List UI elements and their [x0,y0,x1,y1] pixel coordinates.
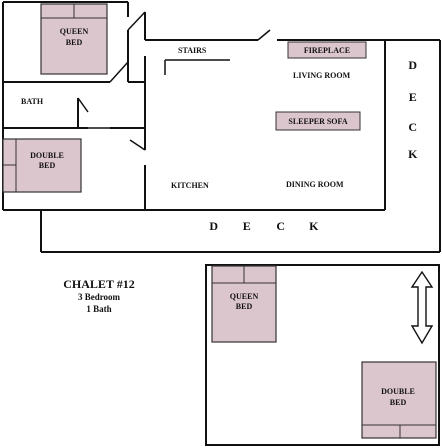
kitchen-label: KITCHEN [171,181,209,190]
stairs-marker [164,59,230,75]
deck-bottom-letters: D E C K [209,219,319,233]
deck-right-letters: D E C K [408,58,418,161]
deck-bottom-letter-c: C [276,219,285,233]
deck-right-letter-d: D [408,58,417,72]
chalet-info: CHALET #12 3 Bedroom 1 Bath [63,277,134,314]
fireplace: FIREPLACE [287,41,367,59]
double-bed-left-label-2: BED [39,161,56,170]
sleeper-sofa-label: SLEEPER SOFA [288,117,347,126]
stairs-label: STAIRS [178,46,207,55]
living-room-label: LIVING ROOM [293,71,351,80]
loft-double-bed-label-2: BED [390,398,407,407]
loft-queen-bed-label-1: QUEEN [230,292,259,301]
bath-label: BATH [21,97,44,106]
sleeper-sofa: SLEEPER SOFA [275,111,361,131]
queen-bed-top-label-2: BED [66,38,83,47]
deck-right-letter-e: E [409,90,418,104]
loft-queen-bed: QUEEN BED [211,265,277,343]
queen-bed-top: QUEEN BED [40,3,108,75]
loft-walls [205,264,440,446]
deck-bottom-letter-k: K [309,219,319,233]
double-bed-left: DOUBLE BED [2,138,82,193]
loft-double-bed: DOUBLE BED [361,361,437,439]
deck-bottom-letter-d: D [209,219,218,233]
chalet-title: CHALET #12 [63,277,134,291]
double-bed-left-label-1: DOUBLE [30,151,64,160]
deck-right-letter-c: C [408,120,417,134]
bedroom-top-walls [3,2,146,210]
queen-bed-top-label-1: QUEEN [60,27,89,36]
loft-double-bed-label-1: DOUBLE [381,387,415,396]
deck-right-letter-k: K [408,147,418,161]
double-headed-arrow-icon [410,270,434,345]
deck-bottom-letter-e: E [243,219,252,233]
bath-count: 1 Bath [86,304,111,314]
bath-walls [3,98,145,129]
bedroom-count: 3 Bedroom [78,292,121,302]
door-swings [77,11,271,151]
dining-room-label: DINING ROOM [286,180,344,189]
loft-queen-bed-label-2: BED [236,302,253,311]
deck-outline [40,39,441,253]
fireplace-label: FIREPLACE [304,46,350,55]
